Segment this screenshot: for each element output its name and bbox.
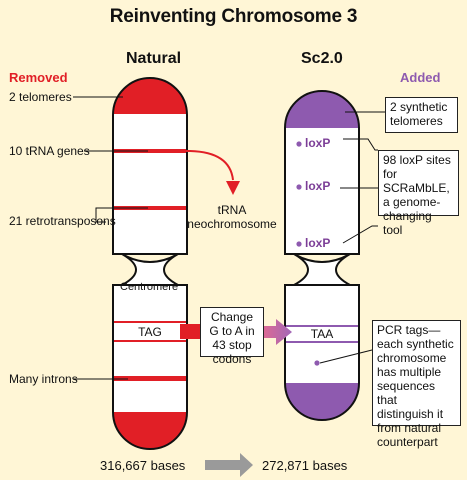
synthetic-leader-lines <box>319 111 385 364</box>
natural-top-arm <box>112 77 188 255</box>
loxp-dot <box>296 241 302 247</box>
pcr-tag-dot <box>314 360 320 366</box>
loxp-dot <box>296 141 302 147</box>
synthetic-bottom-arm <box>284 284 360 421</box>
natural-size-label: 316,667 bases <box>100 458 186 473</box>
taa-codon-label: TAA <box>310 327 334 341</box>
tag-codon-label: TAG <box>138 325 162 339</box>
taa-codon-line <box>285 341 359 343</box>
intron-band <box>113 376 187 381</box>
loxp-label: loxP <box>305 179 331 193</box>
synthetic-centromere <box>293 253 351 286</box>
synthetic-top-arm <box>284 90 360 255</box>
codon-change-note: Change G to A in 43 stop codons <box>200 307 264 366</box>
synthetic-column-title: Sc2.0 <box>301 50 343 67</box>
pcr-tags-note: PCR tags—each synthetic chromosome has m… <box>372 320 461 449</box>
page-title: Reinventing Chromosome 3 <box>109 6 358 27</box>
introns-label: Many introns <box>9 372 78 386</box>
telomeres-label: 2 telomeres <box>9 90 72 104</box>
centromere-label: Centromere <box>120 281 179 293</box>
synthetic-telomeres-note: 2 synthetic telomeres <box>385 97 458 133</box>
trna-genes-label: 10 tRNA genes <box>9 144 90 158</box>
natural-column-title: Natural <box>126 50 182 67</box>
natural-centromere <box>121 253 179 286</box>
size-arrow <box>205 453 253 477</box>
added-label: Added <box>400 70 441 85</box>
neochromosome-arrowhead <box>226 181 240 195</box>
loxp-dot <box>296 184 302 190</box>
codon-change-arrow-tail <box>180 324 200 339</box>
loxp-label: loxP <box>305 136 331 150</box>
codon-change-arrow-head <box>257 319 292 345</box>
neochromosome-arrow <box>148 150 234 181</box>
synthetic-size-label: 272,871 bases <box>262 458 348 473</box>
tag-codon-line <box>113 340 187 342</box>
loxp-label: loxP <box>305 236 331 250</box>
natural-leader-lines <box>73 96 148 380</box>
natural-bottom-arm <box>112 284 188 450</box>
removed-label: Removed <box>9 70 68 85</box>
synthetic-telomere-bottom <box>285 383 359 420</box>
natural-telomere-bottom <box>113 412 187 449</box>
loxp-sites-note: 98 loxP sites for SCRaMbLE, a genome-cha… <box>378 150 459 237</box>
taa-codon-line <box>285 325 359 327</box>
tag-codon-line <box>113 321 187 323</box>
retrotransposons-label: 21 retrotransposons <box>9 214 116 228</box>
neochromosome-label: tRNA neochromosome <box>187 203 277 231</box>
retrotransposon-band <box>113 206 187 210</box>
